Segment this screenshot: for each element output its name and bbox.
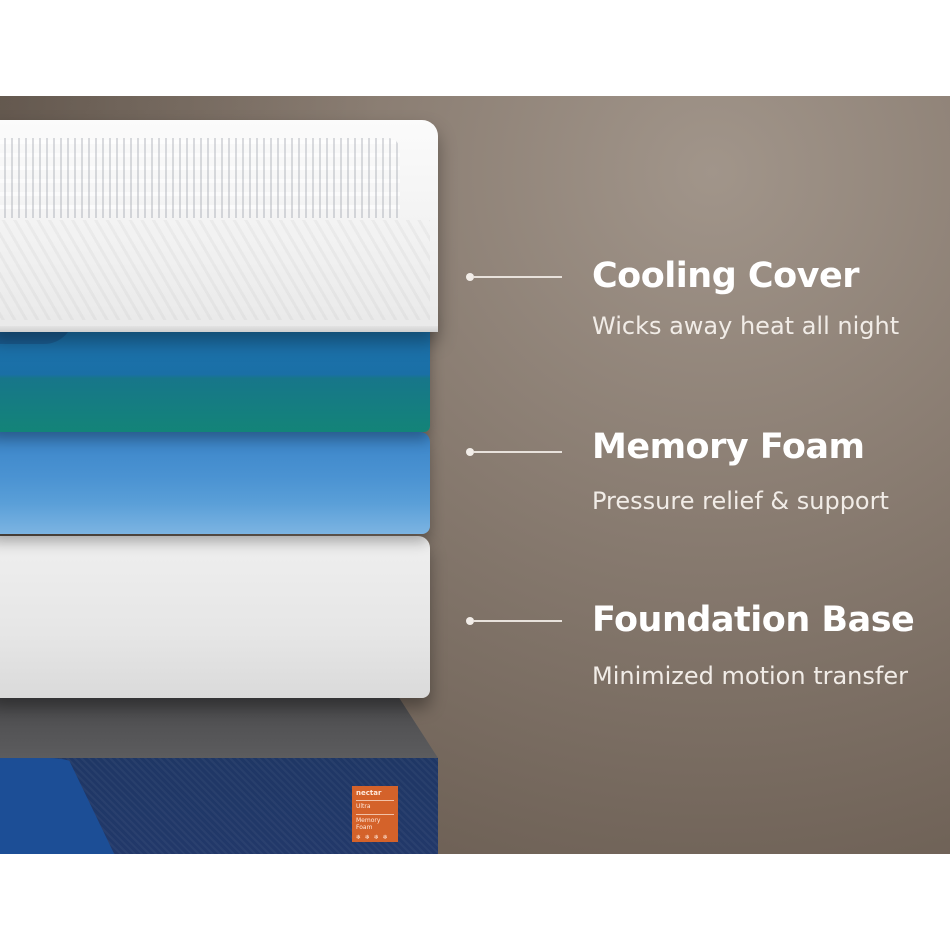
cooling-cover-layer: [0, 120, 438, 332]
callout-title: Foundation Base: [592, 600, 915, 640]
tag-care-icons: ❄ ❄ ❄ ❄: [356, 833, 389, 841]
tag-line-1: Ultra: [356, 800, 394, 810]
product-image: nectar Ultra Memory Foam ❄ ❄ ❄ ❄ Cooling…: [0, 96, 950, 854]
callout-line: [474, 451, 562, 453]
callout-subtitle: Wicks away heat all night: [592, 312, 900, 340]
mattress-illustration: nectar Ultra Memory Foam ❄ ❄ ❄ ❄: [0, 96, 460, 854]
callout-title: Cooling Cover: [592, 256, 859, 296]
callout-dot-icon: [466, 448, 474, 456]
callout-subtitle: Pressure relief & support: [592, 487, 889, 515]
cover-knit-texture: [0, 138, 400, 218]
foundation-layer: [0, 536, 430, 698]
tag-line-2: Memory Foam: [356, 813, 394, 831]
memory-foam-layer: [0, 432, 430, 534]
cover-quilt-texture: [0, 220, 430, 320]
brand-tag: nectar Ultra Memory Foam ❄ ❄ ❄ ❄: [352, 786, 398, 842]
tag-brand: nectar: [356, 789, 382, 797]
callout-line: [474, 276, 562, 278]
callout-line: [474, 620, 562, 622]
callout-dot-icon: [466, 273, 474, 281]
callout-subtitle: Minimized motion transfer: [592, 662, 908, 690]
case-top: [0, 696, 438, 758]
callout-title: Memory Foam: [592, 427, 865, 467]
callout-dot-icon: [466, 617, 474, 625]
cover-edge: [0, 326, 438, 332]
